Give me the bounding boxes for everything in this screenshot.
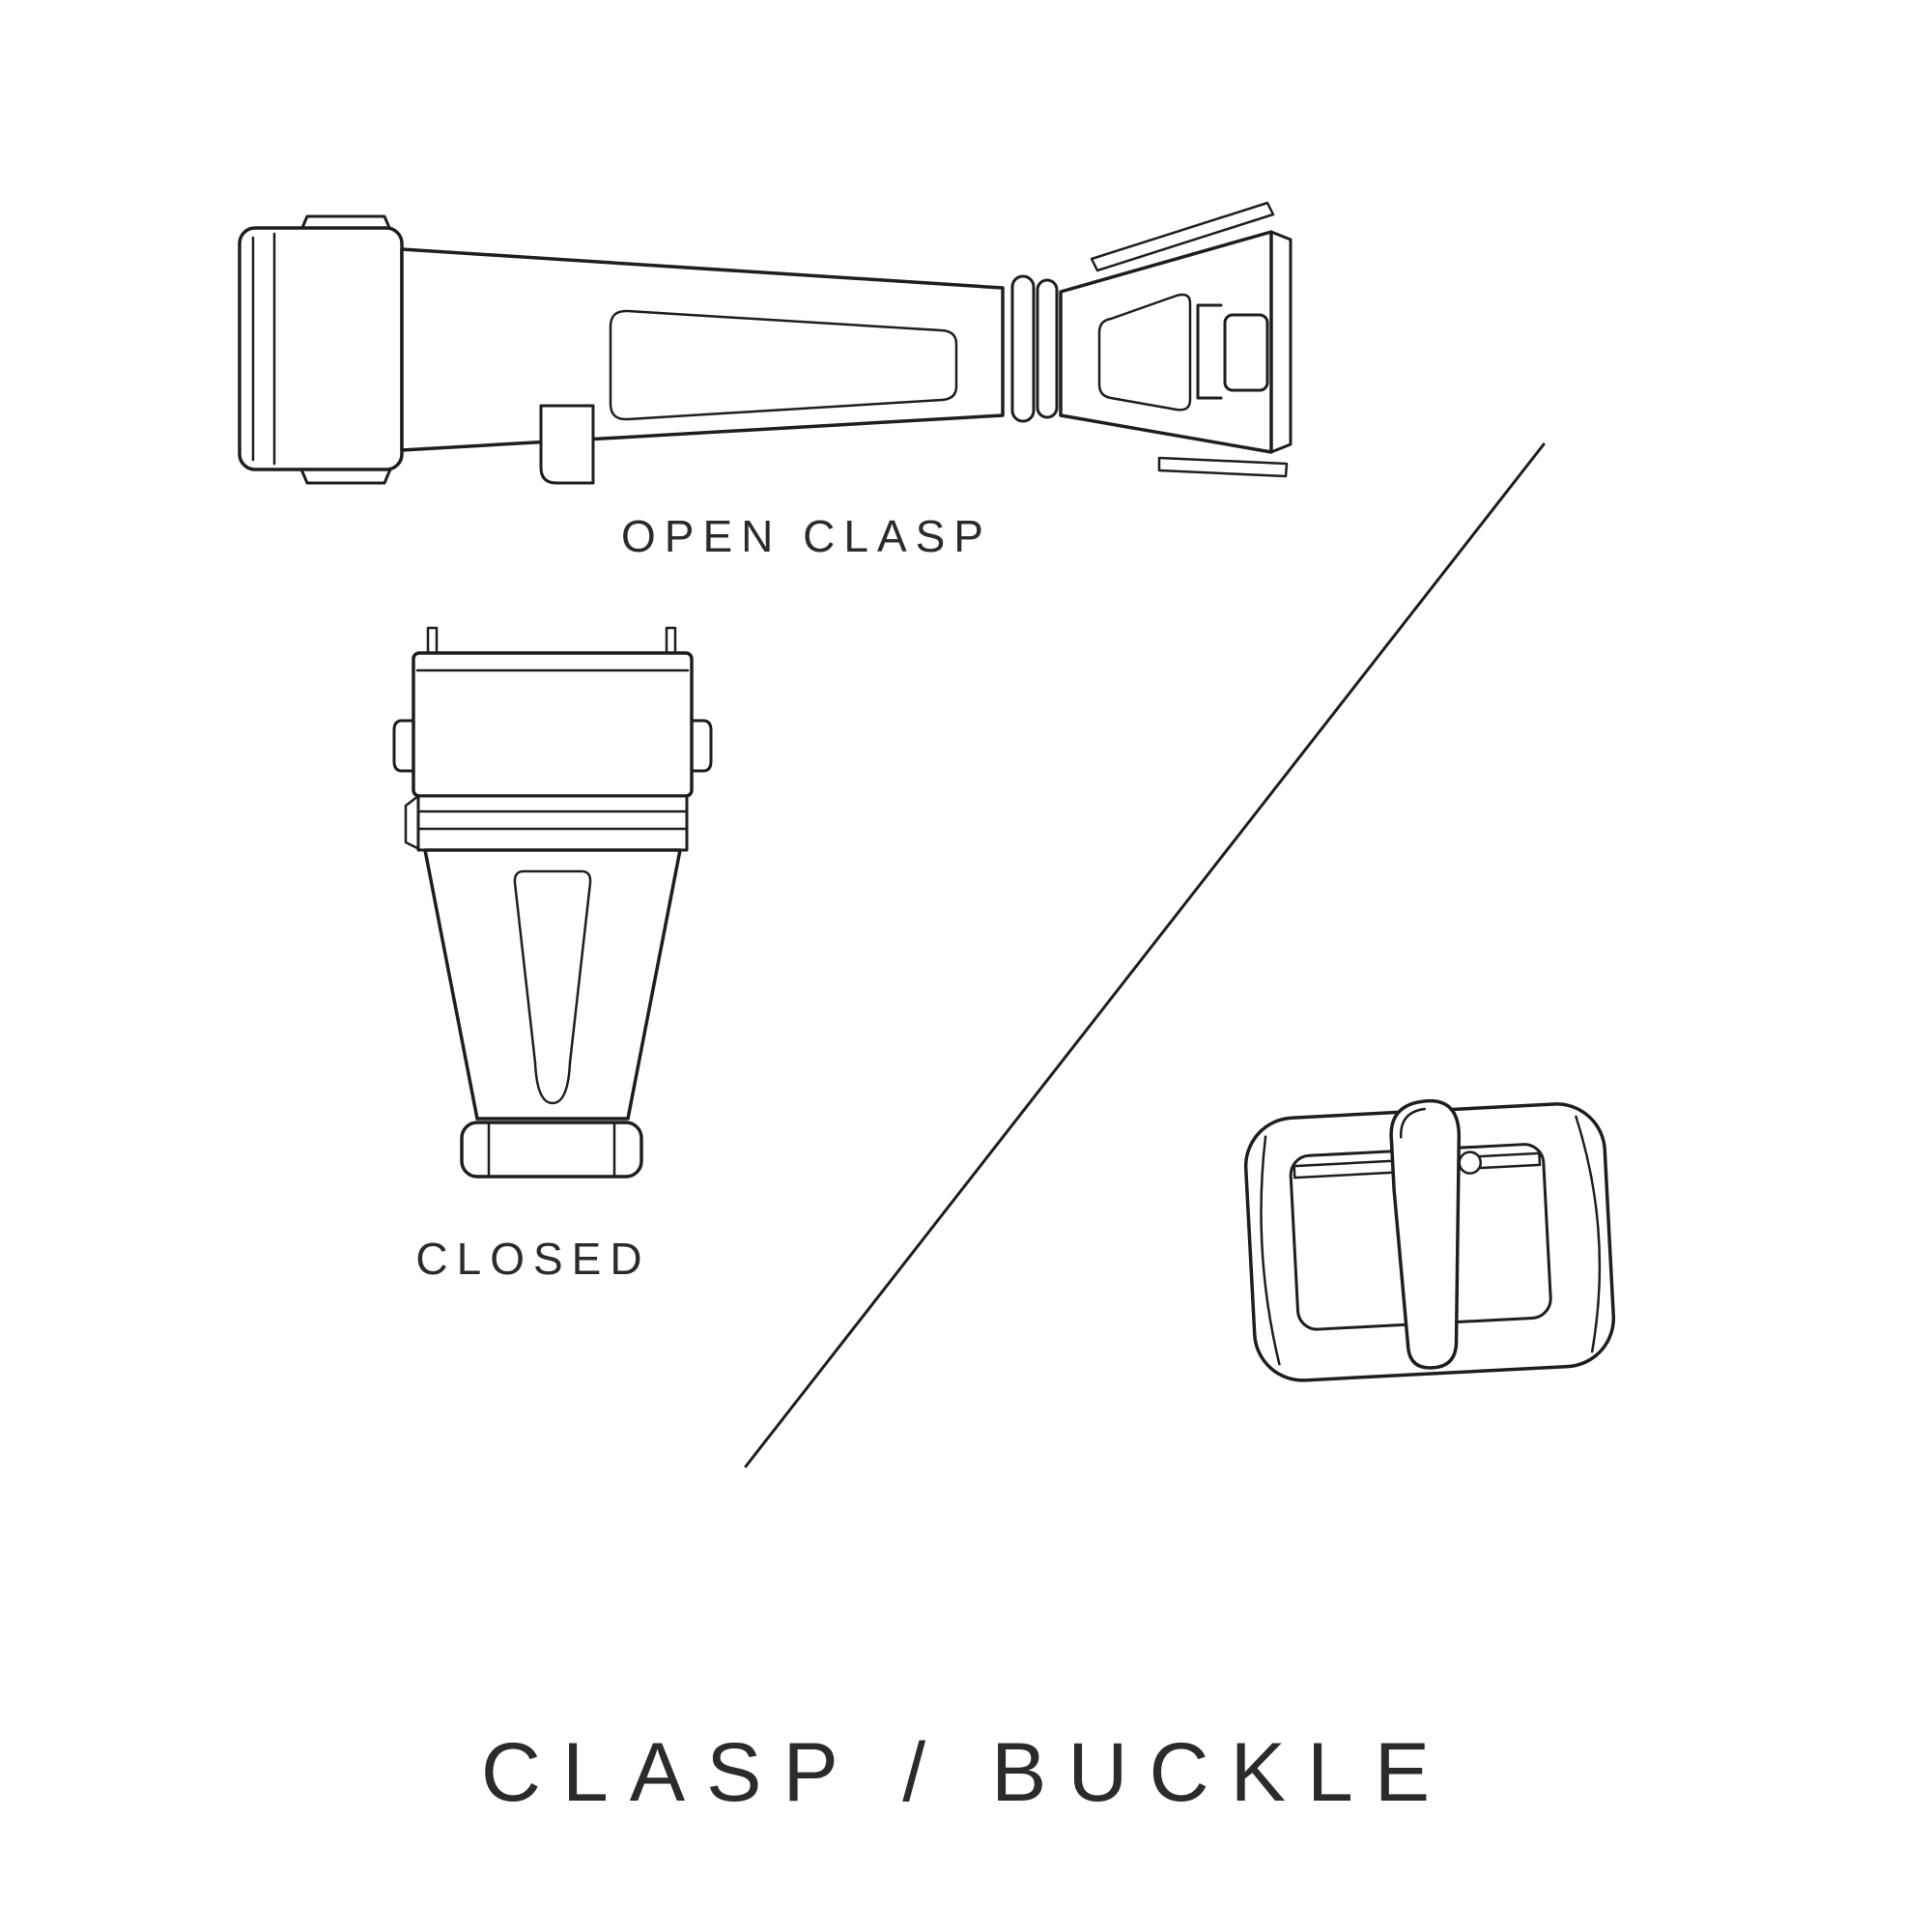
closed-clasp-illustration — [392, 626, 713, 1179]
tang-buckle-illustration — [1243, 1098, 1616, 1382]
closed-clasp-label: CLOSED — [415, 1234, 651, 1284]
page-title: CLASP / BUCKLE — [480, 1726, 1452, 1819]
open-clasp-illustration — [238, 201, 1293, 485]
diagonal-divider-line — [744, 442, 1546, 1468]
open-clasp-label: OPEN CLASP — [621, 511, 992, 561]
